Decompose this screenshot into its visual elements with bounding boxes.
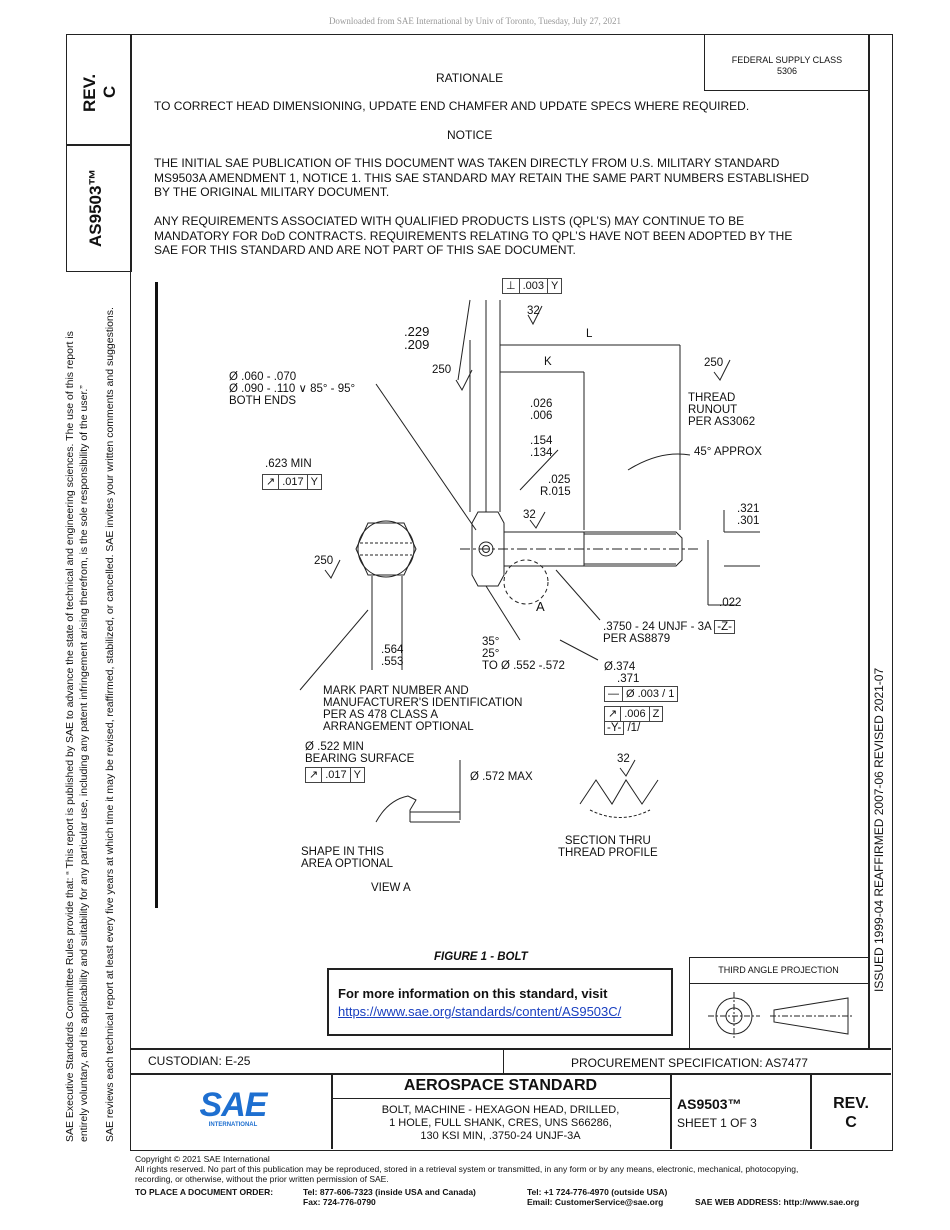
- third-angle-box: [689, 957, 870, 1050]
- info-box: [327, 968, 673, 1036]
- thread-spec: .3750 - 24 UNJF - 3A -Z-PER AS8879: [603, 620, 735, 645]
- title-description: BOLT, MACHINE - HEXAGON HEAD, DRILLED,1 …: [381, 1104, 620, 1142]
- footer: Copyright © 2021 SAE International All r…: [135, 1154, 799, 1184]
- procurement-spec: PROCUREMENT SPECIFICATION: AS7477: [571, 1056, 808, 1070]
- view-a-shape: [375, 795, 417, 823]
- figure-caption: FIGURE 1 - BOLT: [434, 951, 528, 963]
- dia-374: Ø.374.371: [604, 661, 640, 685]
- bolt-thread: [583, 531, 683, 567]
- standard-link[interactable]: https://www.sae.org/standards/content/AS…: [338, 1004, 622, 1019]
- title-top: [130, 1073, 891, 1075]
- dim-321: .321.301: [737, 503, 760, 527]
- footer-tel-out: Tel: +1 724-776-4970 (outside USA)Email:…: [527, 1187, 668, 1207]
- third-angle-divider: [689, 983, 868, 984]
- rev-tab: [66, 34, 132, 146]
- dim-154: .154.134: [530, 435, 553, 459]
- min-623: .623 MIN: [265, 458, 312, 470]
- sae-logo: SAE INTERNATIONAL: [199, 1086, 268, 1128]
- projection-symbol: [708, 992, 852, 1040]
- dim-026: .026.006: [530, 398, 553, 422]
- notice-paragraph-2: ANY REQUIREMENTS ASSOCIATED WITH QUALIFI…: [154, 214, 793, 257]
- finish-250-b: 250: [704, 357, 724, 369]
- notice-heading: NOTICE: [447, 128, 493, 142]
- datum-y: -Y- /1/: [604, 721, 640, 735]
- dim-L: L: [586, 328, 593, 340]
- dim-564: .564.553: [381, 644, 404, 668]
- federal-supply-box: [704, 34, 869, 91]
- hex-head-side: [355, 522, 417, 576]
- finish-32-thread: 32: [617, 753, 630, 765]
- title-div-1: [331, 1073, 333, 1149]
- bolt-head-front: [471, 511, 505, 587]
- bolt-drawing: [299, 299, 760, 823]
- title-rev: REV.C: [833, 1095, 869, 1131]
- thread-profile: [579, 779, 659, 805]
- finish-32-top: 32: [527, 305, 540, 317]
- footer-order: TO PLACE A DOCUMENT ORDER:: [135, 1187, 274, 1197]
- download-note: Downloaded from SAE International by Uni…: [328, 16, 622, 26]
- finish-250-a: 250: [432, 364, 452, 376]
- doc-number-tab: [66, 144, 132, 272]
- right-strip-divider: [868, 34, 870, 1048]
- dim-209: .209: [404, 337, 430, 352]
- change-bar: [155, 282, 158, 908]
- third-angle-label: THIRD ANGLE PROJECTION: [718, 965, 839, 975]
- title-doc-number: AS9503™: [677, 1096, 742, 1112]
- finish-32-mid: 32: [523, 509, 536, 521]
- custodian-top: [130, 1048, 891, 1050]
- rationale-heading: RATIONALE: [436, 71, 504, 85]
- straightness-frame: —Ø .003 / 1: [604, 686, 679, 702]
- info-box-text: For more information on this standard, v…: [338, 986, 608, 1001]
- custodian: CUSTODIAN: E-25: [148, 1054, 251, 1068]
- title-heading-line: [331, 1098, 670, 1099]
- finish-250-c: 250: [314, 555, 334, 567]
- chamfer-angles: 35°25°TO Ø .552 -.572: [482, 636, 565, 672]
- dim-022: .022: [719, 597, 742, 609]
- title-sheet: SHEET 1 OF 3: [677, 1116, 757, 1130]
- title-div-3: [810, 1073, 812, 1149]
- title-heading: AEROSPACE STANDARD: [403, 1077, 598, 1094]
- angle-45-approx: 45° APPROX: [694, 446, 762, 458]
- view-a-label: VIEW A: [371, 882, 411, 894]
- main-frame: [130, 34, 893, 1151]
- custodian-divider: [503, 1048, 504, 1074]
- view-label-A: A: [536, 599, 545, 614]
- notice-paragraph-1: THE INITIAL SAE PUBLICATION OF THIS DOCU…: [154, 156, 810, 199]
- footer-tel-us: Tel: 877-606-7323 (inside USA and Canada…: [303, 1187, 476, 1207]
- title-div-2: [670, 1073, 672, 1149]
- dim-229: .229: [404, 324, 430, 339]
- dim-K: K: [544, 356, 552, 368]
- footer-web: SAE WEB ADDRESS: http://www.sae.org: [695, 1197, 860, 1207]
- max-572: Ø .572 MAX: [470, 771, 533, 783]
- rationale-text: TO CORRECT HEAD DIMENSIONING, UPDATE END…: [154, 99, 750, 113]
